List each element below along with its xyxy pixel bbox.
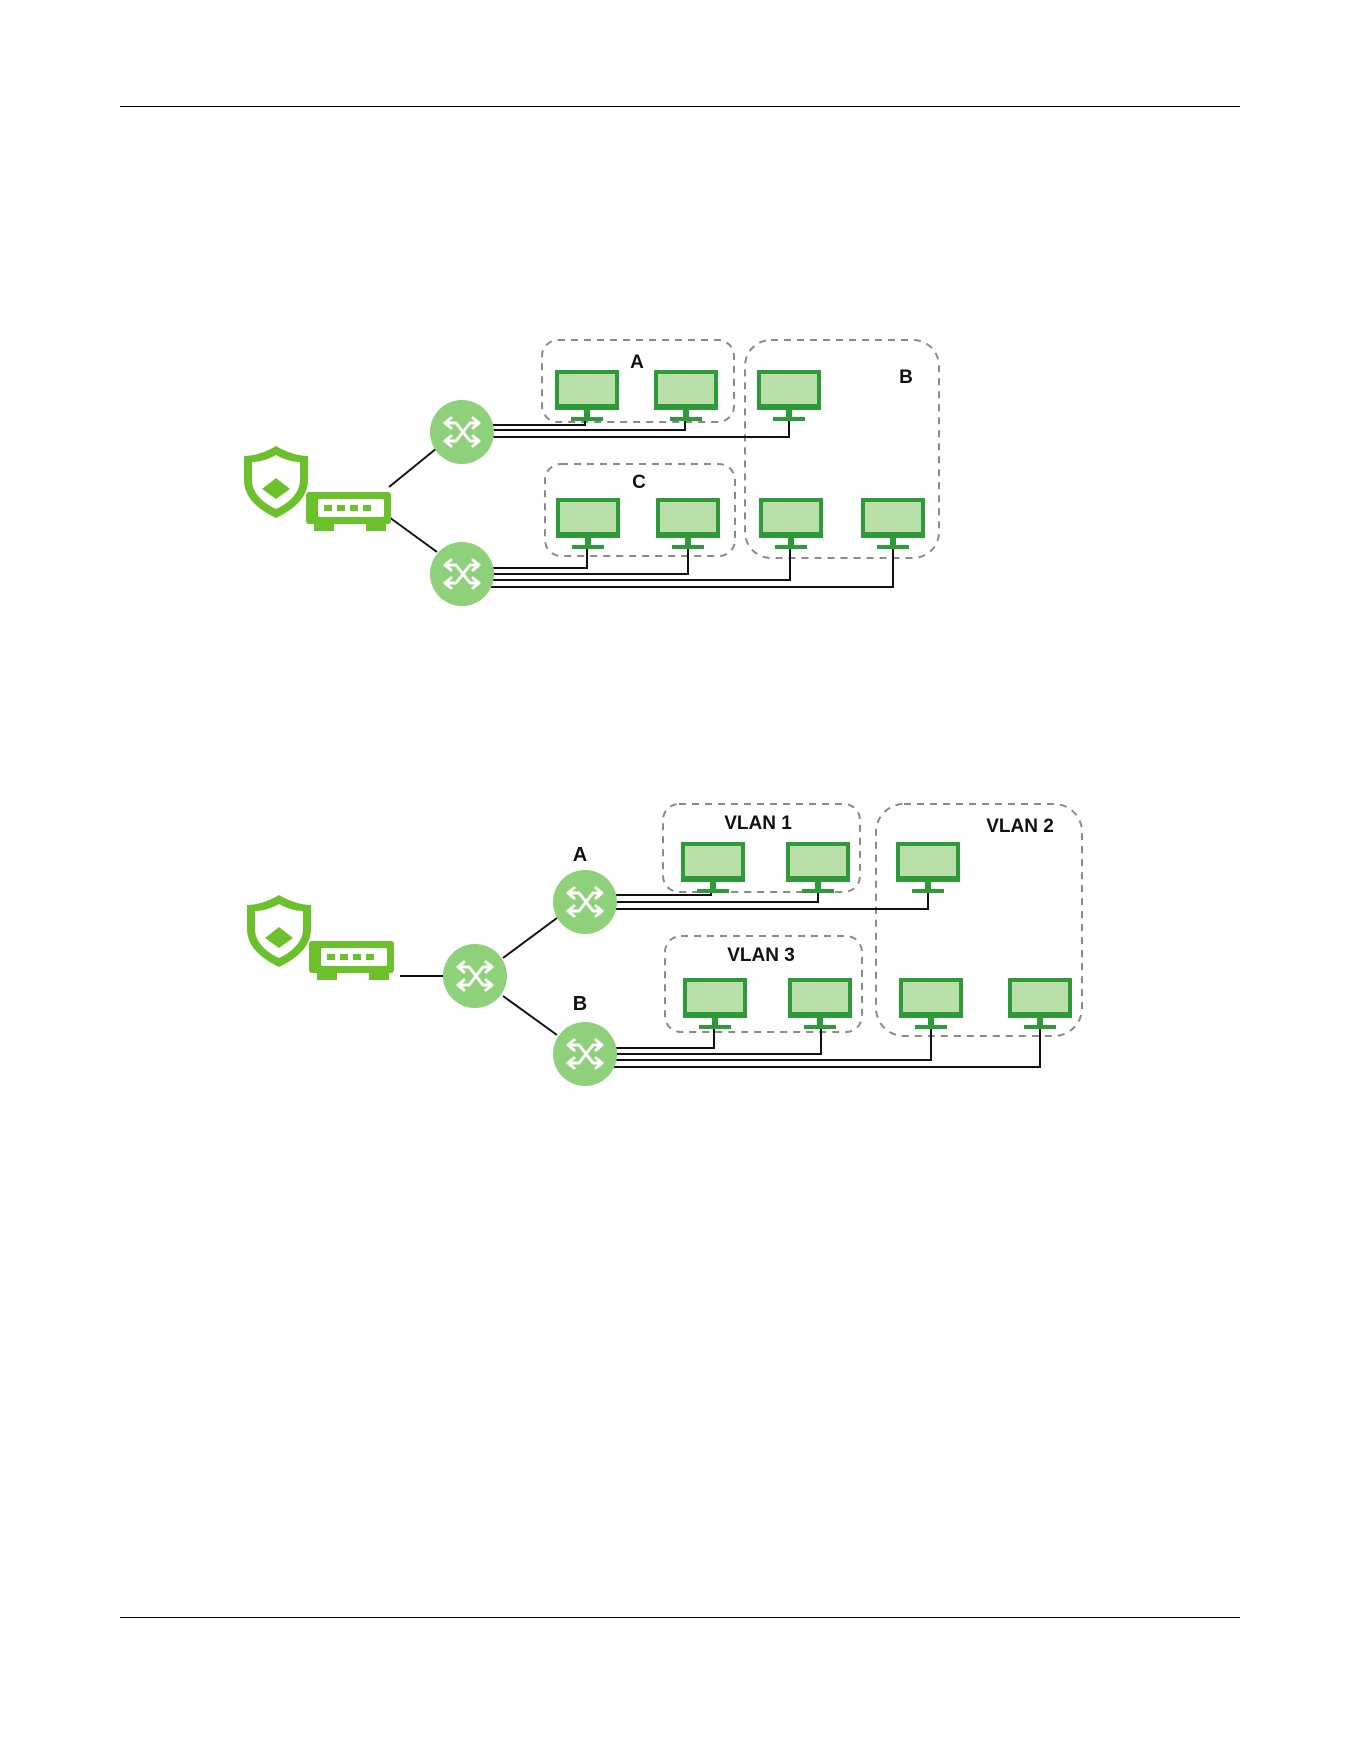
zone-c-label: C	[632, 472, 646, 493]
monitor-icon	[681, 842, 745, 893]
switch-icon	[430, 542, 494, 606]
firewall-router-icon	[247, 895, 394, 980]
diagram-1: A C B	[244, 340, 939, 606]
switch-icon	[553, 1022, 617, 1086]
zone-vlan2-label: VLAN 2	[986, 816, 1054, 837]
firewall-router-icon	[244, 446, 391, 531]
zone-vlan3-label: VLAN 3	[727, 945, 795, 966]
monitor-icon	[656, 498, 720, 549]
monitor-icon	[555, 370, 619, 421]
zone-vlan1-label: VLAN 1	[724, 813, 792, 834]
monitor-icon	[899, 978, 963, 1029]
switch-a-label: A	[573, 844, 587, 866]
monitor-icon	[896, 842, 960, 893]
monitor-icon	[757, 370, 821, 421]
zone-b-label: B	[899, 367, 913, 388]
monitor-icon	[788, 978, 852, 1029]
monitor-icon	[683, 978, 747, 1029]
monitor-icon	[1008, 978, 1072, 1029]
monitor-icon	[759, 498, 823, 549]
switch-icon	[443, 944, 507, 1008]
switch-icon	[430, 400, 494, 464]
monitor-icon	[654, 370, 718, 421]
diagram-2: VLAN 1 VLAN 3 VLAN 2 A B	[247, 804, 1082, 1086]
monitor-icon	[861, 498, 925, 549]
monitor-icon	[556, 498, 620, 549]
zone-a-label: A	[630, 352, 644, 373]
switch-b-label: B	[573, 993, 587, 1015]
switch-icon	[553, 870, 617, 934]
monitor-icon	[786, 842, 850, 893]
